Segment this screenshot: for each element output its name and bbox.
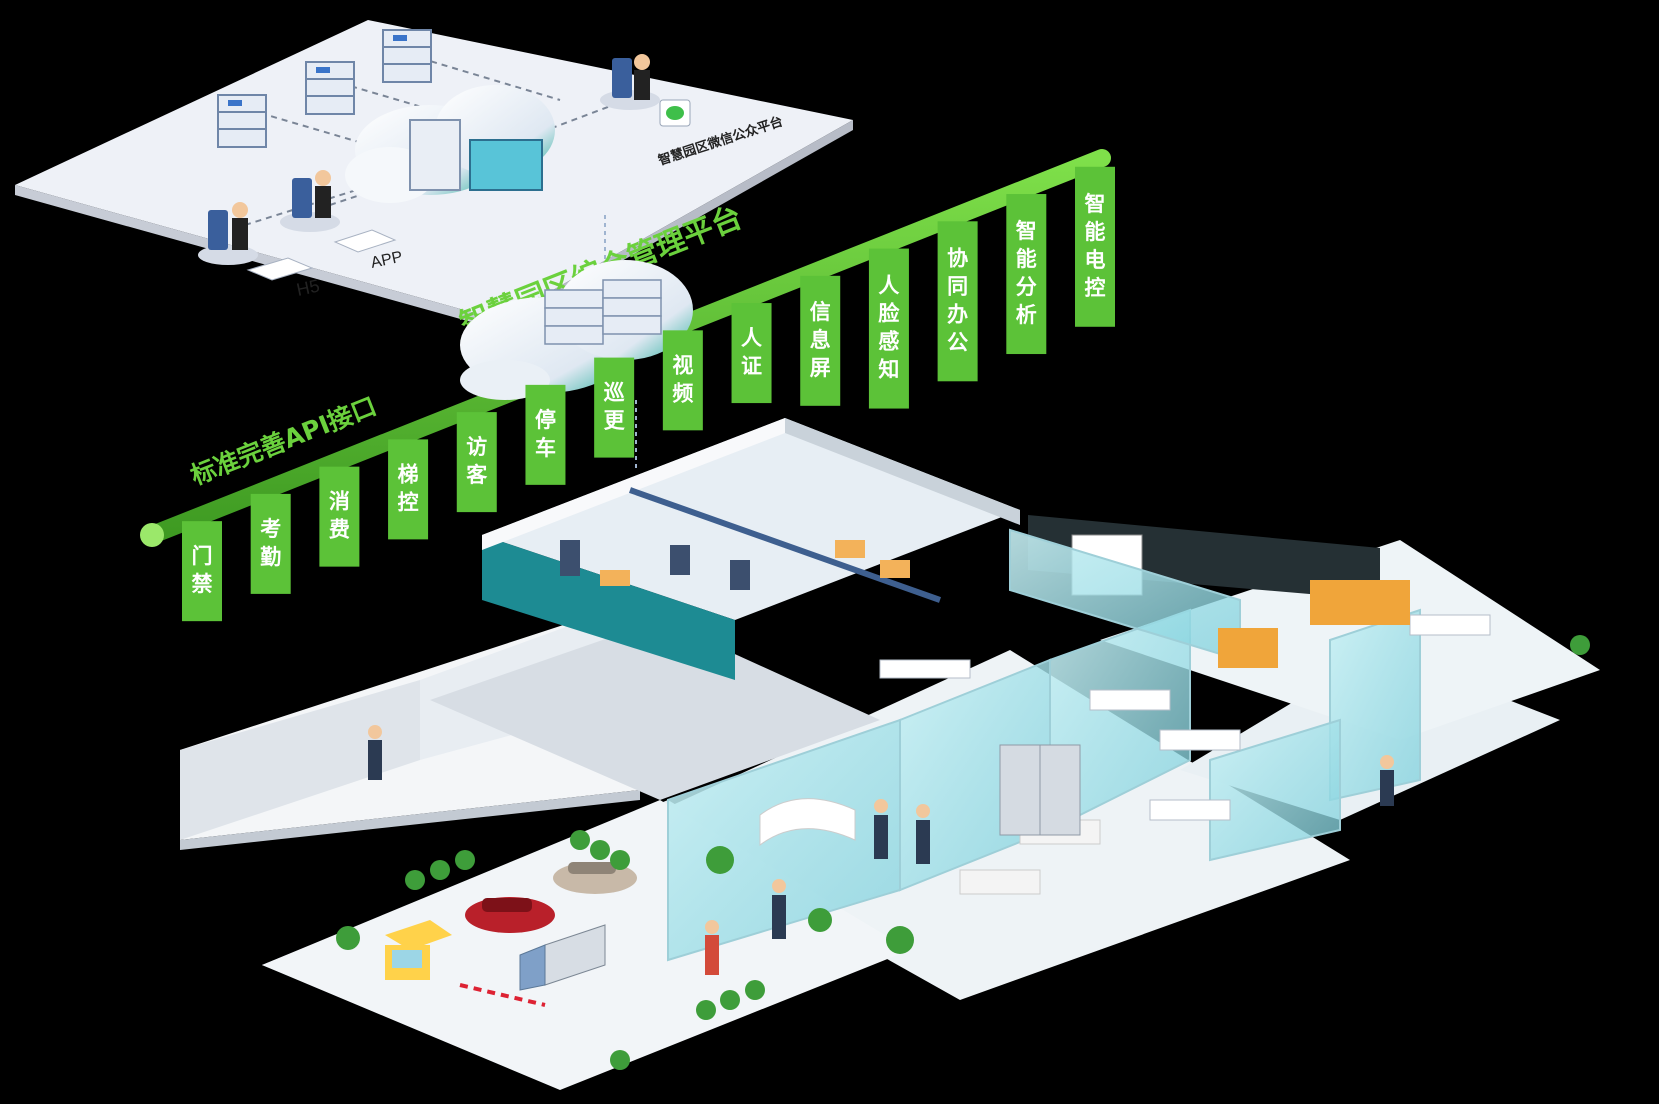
module-tag: 访客 xyxy=(456,412,497,513)
module-tag-label: 巡更 xyxy=(604,381,626,433)
module-tag: 视频 xyxy=(662,330,703,431)
cloud-icon xyxy=(345,85,555,203)
person-icon xyxy=(600,54,660,110)
module-tag: 协同办公 xyxy=(937,221,978,382)
module-tag-label: 视频 xyxy=(672,353,693,405)
module-tag: 信息屏 xyxy=(800,275,841,406)
module-tag: 梯控 xyxy=(388,439,429,540)
h5-label: H5 xyxy=(295,276,322,300)
module-tag-label: 梯控 xyxy=(398,462,419,514)
module-tag-label: 人证 xyxy=(741,326,762,378)
wechat-icon xyxy=(659,99,691,127)
server-icon xyxy=(382,29,432,83)
module-tag: 人证 xyxy=(731,303,772,404)
module-tag: 智能分析 xyxy=(1006,194,1047,355)
module-tag: 智能电控 xyxy=(1075,166,1115,327)
person-icon xyxy=(198,202,258,265)
module-tag-label: 停车 xyxy=(535,408,556,460)
module-tag: 消费 xyxy=(319,466,360,567)
module-tag-label: 协同办公 xyxy=(947,246,968,354)
module-tag: 考勤 xyxy=(250,493,291,594)
tree-icon xyxy=(336,635,1590,1070)
module-tag-label: 消费 xyxy=(329,490,350,542)
server-icon xyxy=(217,94,267,148)
cloud-icon xyxy=(460,260,693,400)
module-tag-label: 访客 xyxy=(466,435,488,487)
server-icon xyxy=(305,61,355,115)
module-tag-label: 门禁 xyxy=(192,544,213,596)
module-tag-label: 智能电控 xyxy=(1085,192,1106,300)
module-tag-label: 信息屏 xyxy=(810,300,831,380)
module-tag: 门禁 xyxy=(182,521,222,622)
module-tag-label: 智能分析 xyxy=(1016,219,1037,327)
car-icon xyxy=(465,897,555,933)
person-icon xyxy=(280,170,340,232)
app-label: APP xyxy=(369,249,404,272)
module-tag: 人脸感知 xyxy=(868,248,909,409)
module-tag-label: 人脸感知 xyxy=(878,274,900,382)
top-platform: H5 APP 智慧园区微信公众平台 xyxy=(15,20,853,330)
car-icon xyxy=(553,862,637,894)
module-tag: 停车 xyxy=(525,384,566,485)
truck-icon xyxy=(519,924,606,991)
module-tag-label: 考勤 xyxy=(260,517,281,569)
park-building xyxy=(180,418,1600,1090)
module-tag: 巡更 xyxy=(594,357,635,458)
